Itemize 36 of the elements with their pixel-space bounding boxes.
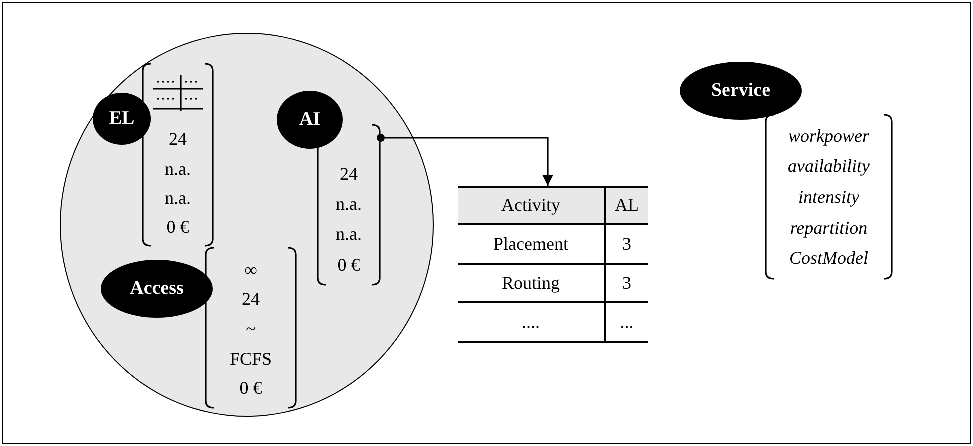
vector-value: availability	[788, 157, 870, 178]
data-table	[458, 186, 648, 343]
table-cell: Routing	[458, 265, 606, 303]
vector-value: n.a.	[336, 225, 362, 246]
arrow	[377, 134, 554, 186]
header-cell: AL	[606, 188, 648, 225]
table-cell: ...	[606, 303, 648, 343]
parenthesized-vector	[764, 114, 894, 280]
vector-value: repartition	[790, 218, 868, 238]
vector-value: workpower	[788, 126, 870, 147]
vector-value: ∞	[244, 260, 258, 281]
node-label: Access	[130, 278, 184, 300]
vector-value: n.a.	[336, 194, 362, 215]
table-cell: 3	[606, 265, 648, 303]
vector-value: ~	[246, 320, 256, 340]
vector-value: 24	[242, 290, 260, 310]
table-cell: ....	[458, 303, 606, 343]
vector-value: 0 €	[240, 379, 262, 400]
vector-value: 0 €	[338, 256, 360, 276]
node-label: Service	[711, 80, 771, 102]
vector-value: FCFS	[230, 350, 272, 370]
vector-value: intensity	[798, 188, 860, 208]
vector-value: 24	[169, 130, 187, 150]
parenthesized-vector	[316, 124, 382, 286]
parenthesized-vector	[141, 63, 215, 247]
vector-value: 24	[340, 164, 358, 184]
vector-value: 0 €	[166, 218, 190, 238]
vector-value: n.a.	[165, 188, 191, 208]
node-label: AI	[299, 109, 321, 131]
table-cell: Placement	[458, 225, 606, 265]
table-cell: 3	[606, 225, 648, 265]
vector-value: n.a.	[165, 160, 191, 180]
node-label: EL	[109, 108, 135, 130]
vector-value: CostModel	[790, 249, 868, 270]
header-cell: Activity	[458, 188, 606, 225]
parenthesized-vector	[204, 247, 298, 409]
